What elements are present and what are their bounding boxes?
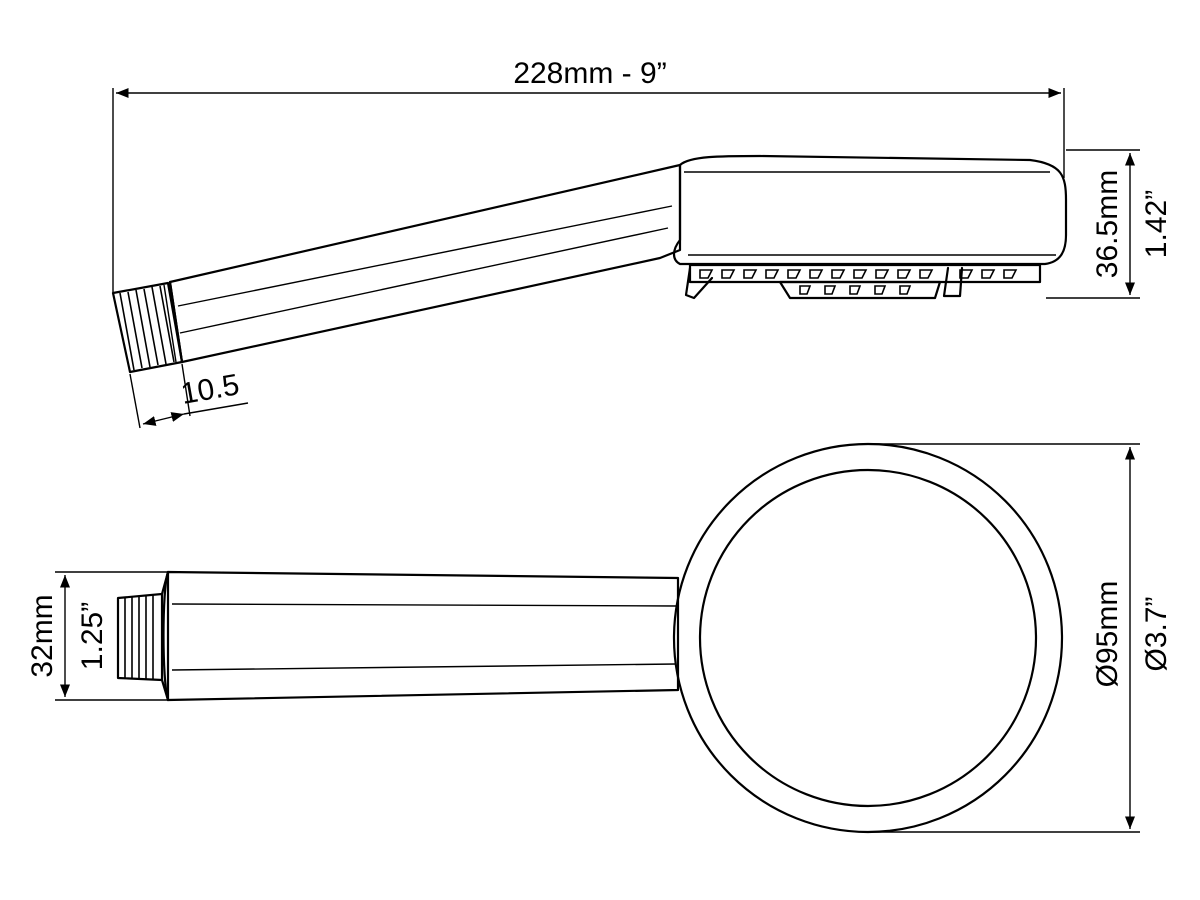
top-handle [162,570,680,702]
thread-length-dimension: 10.5 [129,363,249,429]
head-height-in-label: 1.42” [1140,190,1173,258]
side-view: 228mm - 9” [111,57,1173,429]
handle-width-mm-label: 32mm [26,594,59,677]
total-length-label: 228mm - 9” [513,57,666,90]
handle-width-in-label: 1.25” [76,602,109,670]
top-view: 32mm 1.25” Ø95mm Ø3.7” [26,442,1173,834]
side-head [672,154,1068,300]
handle-width-dimension: 32mm 1.25” [26,571,168,701]
side-thread [111,281,184,374]
head-diameter-in-label: Ø3.7” [1140,596,1173,671]
top-head [672,442,1064,834]
total-length-dimension: 228mm - 9” [112,57,1065,292]
head-height-mm-label: 36.5mm [1091,170,1124,278]
head-height-dimension: 36.5mm 1.42” [1046,149,1173,299]
side-handle [163,163,682,364]
head-diameter-mm-label: Ø95mm [1091,581,1124,688]
thread-length-label: 10.5 [178,368,241,411]
top-thread [116,570,170,702]
head-diameter-dimension: Ø95mm Ø3.7” [868,443,1173,833]
